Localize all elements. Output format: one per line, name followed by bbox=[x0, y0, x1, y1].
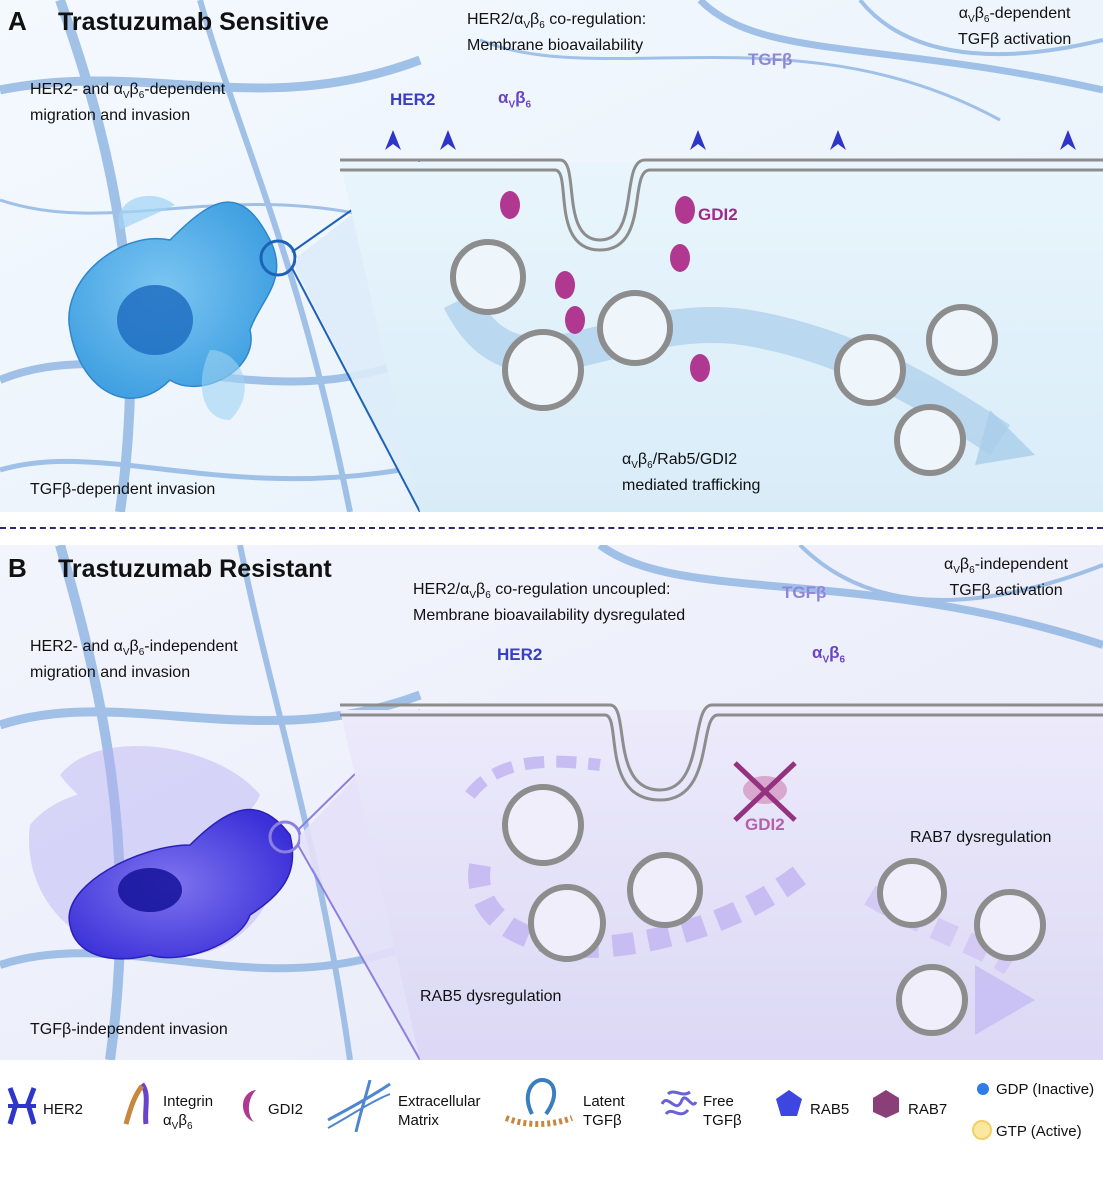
legend-free-tgfb-label: Free TGFβ bbox=[703, 1093, 742, 1129]
legend-ecm-label: Extracellular Matrix bbox=[398, 1093, 481, 1129]
legend-rab7-label: RAB7 bbox=[908, 1101, 948, 1118]
panel-a-illustration bbox=[0, 0, 1103, 512]
panel-b-tgf-invasion-label: TGFβ-independent invasion bbox=[30, 1021, 228, 1038]
membrane-b bbox=[340, 703, 1103, 802]
panel-b-rab5-dysregulation-label: RAB5 dysregulation bbox=[420, 988, 562, 1005]
legend-integrin-label: Integrin αVβ6 bbox=[163, 1093, 214, 1132]
nucleus bbox=[117, 285, 193, 355]
rab5-icon bbox=[776, 1090, 802, 1116]
panel-b-migration-label: HER2- and αVβ6-independent migration and… bbox=[30, 638, 238, 682]
panel-a-coregulation-label: HER2/αVβ6 co-regulation: Membrane bioava… bbox=[467, 11, 647, 55]
panel-b-letter: B bbox=[8, 553, 27, 583]
panel-divider bbox=[0, 527, 1103, 529]
panel-a-gdi2-label: GDI2 bbox=[698, 205, 738, 224]
panel-b-coregulation-label: HER2/αVβ6 co-regulation uncoupled: Membr… bbox=[413, 581, 686, 625]
panel-b: B Trastuzumab Resistant HER2- and αVβ6-i… bbox=[0, 545, 1103, 1060]
panel-a-her2-label: HER2 bbox=[390, 90, 436, 109]
free-tgfb-icon bbox=[660, 1090, 698, 1116]
panel-b-activation-label: αVβ6-independent TGFβ activation bbox=[944, 556, 1069, 600]
crossed-gdi2 bbox=[733, 761, 797, 822]
rab7-icon bbox=[873, 1090, 899, 1118]
legend: HER2 Integrin αVβ6 GDI2 Extracellular Ma… bbox=[0, 1070, 1103, 1200]
legend-gtp-label: GTP (Active) bbox=[996, 1123, 1082, 1140]
panel-b-integrin-label: αVβ6 bbox=[812, 643, 846, 666]
panel-b-title: Trastuzumab Resistant bbox=[58, 555, 332, 583]
integrin-icon bbox=[123, 1082, 149, 1125]
panel-a-trafficking-label: αVβ6/Rab5/GDI2 mediated trafficking bbox=[622, 451, 761, 495]
panel-b-gdi2-label: GDI2 bbox=[745, 815, 785, 834]
legend-gdp-label: GDP (Inactive) bbox=[996, 1081, 1095, 1098]
resistant-cell bbox=[68, 808, 294, 960]
legend-rab5-label: RAB5 bbox=[810, 1101, 850, 1118]
legend-gdi2-label: GDI2 bbox=[268, 1101, 304, 1118]
legend-her2-label: HER2 bbox=[43, 1101, 84, 1118]
panel-a-migration-label: HER2- and αVβ6-dependent migration and i… bbox=[30, 81, 226, 125]
panel-b-illustration bbox=[0, 545, 1103, 1060]
panel-b-rab7-dysregulation-label: RAB7 dysregulation bbox=[910, 829, 1052, 846]
gtp-icon bbox=[972, 1120, 992, 1140]
panel-a-activation-label: αVβ6-dependent TGFβ activation bbox=[958, 5, 1072, 49]
her2-icon bbox=[7, 1087, 37, 1125]
panel-a: A Trastuzumab Sensitive HER2- and αVβ6-d… bbox=[0, 0, 1103, 512]
gdp-icon bbox=[977, 1083, 989, 1095]
gdi2-icon bbox=[242, 1090, 256, 1122]
panel-a-tgfb-label: TGFβ bbox=[748, 50, 793, 69]
panel-a-letter: A bbox=[8, 6, 27, 36]
panel-b-tgfb-label: TGFβ bbox=[782, 583, 827, 602]
panel-b-her2-label: HER2 bbox=[497, 645, 543, 664]
panel-a-title: Trastuzumab Sensitive bbox=[58, 8, 329, 36]
latent-tgfb-icon bbox=[504, 1077, 574, 1127]
panel-a-integrin-label: αVβ6 bbox=[498, 88, 532, 111]
legend-latent-tgfb-label: Latent TGFβ bbox=[583, 1093, 625, 1129]
nucleus-b bbox=[118, 868, 182, 912]
panel-a-tgf-invasion-label: TGFβ-dependent invasion bbox=[30, 481, 216, 498]
ecm-icon bbox=[327, 1080, 391, 1132]
membrane-a bbox=[340, 158, 1103, 252]
